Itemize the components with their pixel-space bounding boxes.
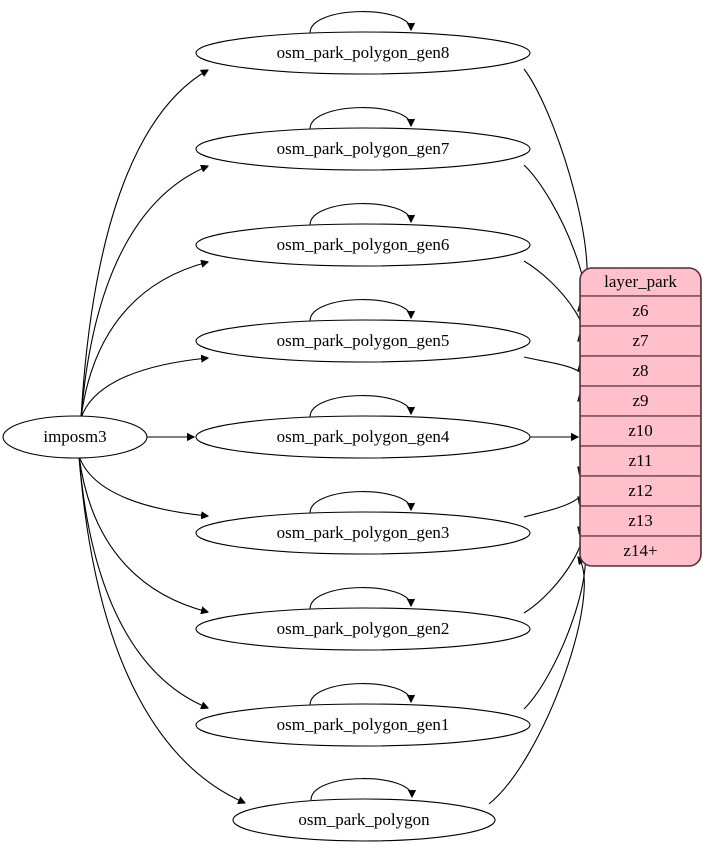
edge-imposm3-to-gen2	[78, 455, 208, 612]
node-gen8-ellipse[interactable]	[195, 31, 531, 75]
node-base-ellipse[interactable]	[232, 798, 496, 842]
node-gen4-ellipse[interactable]	[195, 415, 531, 459]
node-gen7-ellipse[interactable]	[195, 127, 531, 171]
self-loop-edge-gen3	[309, 491, 411, 514]
node-gen1-label: osm_park_polygon_gen1	[277, 715, 450, 734]
self-loop-edge-base	[310, 778, 412, 801]
edge-imposm3-to-gen7	[80, 166, 208, 419]
node-gen6-label: osm_park_polygon_gen6	[277, 235, 450, 254]
node-gen5-ellipse[interactable]	[195, 319, 531, 363]
self-loop-edge-gen8	[309, 11, 411, 34]
layer-park-row-z9[interactable]	[580, 385, 701, 417]
node-gen3-label: osm_park_polygon_gen3	[277, 523, 450, 542]
node-gen2[interactable]: osm_park_polygon_gen2	[195, 607, 531, 651]
self-loop-edge-gen4	[309, 395, 411, 418]
node-imposm3-ellipse[interactable]	[2, 415, 148, 459]
edge-imposm3-to-gen8	[80, 70, 208, 419]
layer-park-row-z13[interactable]	[580, 505, 701, 537]
layer-park-row-z11[interactable]	[580, 445, 701, 477]
node-gen5[interactable]: osm_park_polygon_gen5	[195, 319, 531, 363]
edges-layer	[78, 11, 588, 805]
node-base-label: osm_park_polygon	[298, 810, 430, 829]
node-gen6[interactable]: osm_park_polygon_gen6	[195, 223, 531, 267]
edge-imposm3-to-gen5	[80, 358, 208, 419]
node-gen3-ellipse[interactable]	[195, 511, 531, 555]
node-gen7[interactable]: osm_park_polygon_gen7	[195, 127, 531, 171]
layer-park-row-z14+[interactable]	[580, 535, 701, 566]
node-gen1[interactable]: osm_park_polygon_gen1	[195, 703, 531, 747]
node-gen2-label: osm_park_polygon_gen2	[277, 619, 450, 638]
layer-park-row-z7[interactable]	[580, 325, 701, 357]
layer-park-row-label-z8: z8	[632, 361, 648, 380]
self-loop-edge-gen1	[309, 683, 411, 706]
layer-park-row-label-z14+: z14+	[623, 541, 657, 560]
layer-park-row-label-z10: z10	[628, 421, 653, 440]
node-gen8-label: osm_park_polygon_gen8	[277, 43, 450, 62]
layer-park-header-label: layer_park	[604, 272, 677, 291]
node-gen3[interactable]: osm_park_polygon_gen3	[195, 511, 531, 555]
node-gen7-label: osm_park_polygon_gen7	[277, 139, 450, 158]
layer-park-row-z10[interactable]	[580, 415, 701, 447]
node-base[interactable]: osm_park_polygon	[232, 798, 496, 842]
layer-park-row-label-z12: z12	[628, 481, 653, 500]
self-loop-edge-gen2	[309, 587, 411, 610]
node-gen6-ellipse[interactable]	[195, 223, 531, 267]
edge-base-to-z14+	[488, 557, 584, 805]
layer-park-table[interactable]: layer_park z6 z7 z8 z9 z10 z11 z12 z13 z14+	[579, 267, 702, 567]
layer-park-row-label-z13: z13	[628, 511, 653, 530]
node-gen1-ellipse[interactable]	[195, 703, 531, 747]
self-loop-edge-gen6	[309, 203, 411, 226]
node-gen4-label: osm_park_polygon_gen4	[277, 427, 450, 446]
layer-park-cells: layer_park z6 z7 z8 z9 z10 z11 z12 z13 z14+	[580, 268, 701, 566]
edge-imposm3-to-base	[78, 455, 245, 803]
edge-gen6-to-z8	[523, 260, 588, 371]
layer-park-row-label-z6: z6	[632, 301, 648, 320]
node-imposm3-label: imposm3	[43, 427, 106, 446]
edge-imposm3-to-gen6	[80, 262, 208, 419]
node-gen4[interactable]: osm_park_polygon_gen4	[195, 415, 531, 459]
self-loop-edge-gen7	[309, 107, 411, 130]
nodes-layer: osm_park_polygon_gen8 osm_park_polygon_ge…	[195, 31, 531, 842]
node-imposm3[interactable]: imposm3	[2, 415, 148, 459]
edge-imposm3-to-gen1	[78, 455, 208, 708]
edge-gen3-to-z11	[523, 467, 586, 518]
layer-park-row-label-z7: z7	[632, 331, 649, 350]
node-gen5-label: osm_park_polygon_gen5	[277, 331, 450, 350]
layer-park-outline	[579, 267, 702, 567]
layer-park-row-label-z11: z11	[629, 451, 653, 470]
layer-park-row-label-z9: z9	[632, 391, 648, 410]
node-gen2-ellipse[interactable]	[195, 607, 531, 651]
self-loop-edge-gen5	[309, 299, 411, 322]
edge-gen5-to-z9	[523, 356, 588, 401]
edge-imposm3-to-gen3	[78, 455, 208, 516]
node-gen8[interactable]: osm_park_polygon_gen8	[195, 31, 531, 75]
layer-park-row-z12[interactable]	[580, 475, 701, 507]
edge-gen8-to-z6	[523, 68, 588, 311]
